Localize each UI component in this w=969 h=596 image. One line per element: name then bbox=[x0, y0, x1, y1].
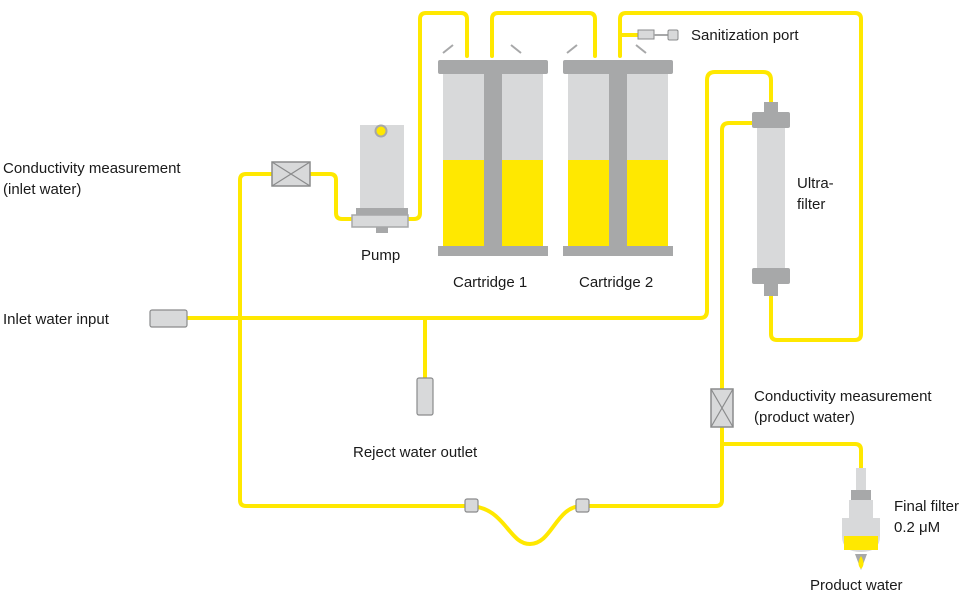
loop-connector-right bbox=[575, 498, 590, 513]
ultrafilter bbox=[752, 102, 790, 296]
pump-to-cartridge1-pipe bbox=[401, 11, 469, 221]
inlet-conductivity-label-line1: Conductivity measurement bbox=[3, 160, 181, 177]
product-water-droplet-icon bbox=[858, 556, 864, 569]
product-water-label: Product water bbox=[810, 577, 903, 594]
cartridge-2 bbox=[563, 44, 673, 256]
inlet-conductivity-cell bbox=[271, 161, 311, 187]
ultrafilter-label: Ultra- filter bbox=[797, 173, 834, 215]
pump-label: Pump bbox=[361, 247, 401, 264]
ultrafilter-label-line2: filter bbox=[797, 196, 826, 213]
cartridge-1-label: Cartridge 1 bbox=[453, 274, 528, 291]
pump-feed-pipe bbox=[238, 172, 354, 320]
cartridge1-to-cartridge2-pipe bbox=[490, 11, 597, 58]
final-filter-label-line1: Final filter bbox=[894, 498, 960, 515]
cartridge-2-label: Cartridge 2 bbox=[579, 274, 654, 291]
cartridge2-out-pipe bbox=[618, 11, 863, 342]
inlet-connector bbox=[149, 309, 188, 328]
loop-connector-left bbox=[464, 498, 479, 513]
reject-water-outlet-label: Reject water outlet bbox=[353, 444, 478, 461]
inlet-water-input-label: Inlet water input bbox=[3, 311, 109, 328]
final-filter bbox=[842, 468, 880, 570]
cartridge-1 bbox=[438, 44, 548, 256]
product-pipe bbox=[720, 442, 863, 472]
product-conductivity-label: Conductivity measurement (product water) bbox=[754, 386, 932, 428]
sanitization-port-label: Sanitization port bbox=[691, 27, 799, 44]
reject-connector bbox=[416, 377, 434, 416]
product-conductivity-cell bbox=[710, 388, 734, 428]
final-filter-label: Final filter 0.2 μM bbox=[894, 496, 959, 538]
inlet-loop-pipe bbox=[238, 121, 754, 546]
pump bbox=[351, 124, 409, 233]
inlet-main-pipe bbox=[185, 70, 773, 320]
inlet-conductivity-label-line2: (inlet water) bbox=[3, 181, 82, 198]
ultrafilter-label-line1: Ultra- bbox=[797, 175, 834, 192]
product-conductivity-label-line2: (product water) bbox=[754, 409, 855, 426]
inlet-conductivity-label: Conductivity measurement (inlet water) bbox=[3, 158, 181, 200]
pipe-network bbox=[185, 11, 863, 546]
sanitization-port bbox=[637, 29, 679, 41]
product-conductivity-label-line1: Conductivity measurement bbox=[754, 388, 932, 405]
final-filter-label-line2: 0.2 μM bbox=[894, 519, 941, 536]
